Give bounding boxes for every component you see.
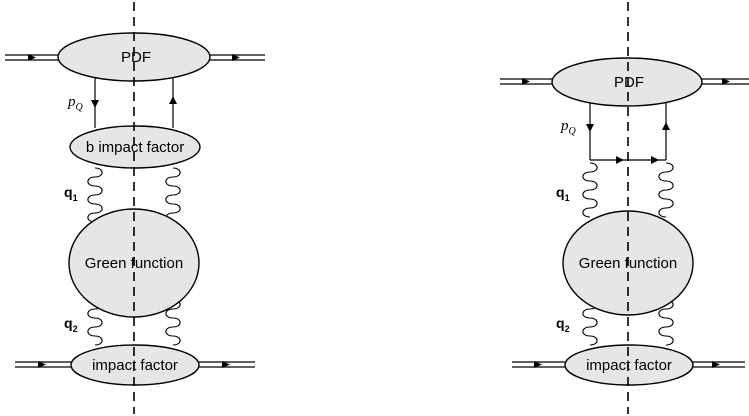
right-q1-label: q1 (556, 184, 570, 203)
left-impact-external-lines (15, 361, 255, 368)
left-q2-label: q2 (64, 315, 78, 334)
right-diagram: PDF Green function impact factor pQ q1 q… (500, 2, 749, 414)
left-q1-label: q1 (64, 184, 78, 203)
right-impact-external-lines (512, 361, 745, 368)
left-gluons-upper (87, 167, 181, 223)
left-pdf-external-lines (5, 54, 265, 61)
left-impact-factor-label: impact factor (92, 357, 178, 374)
left-b-impact-factor-blob (69, 125, 201, 169)
left-gluons-lower (87, 299, 181, 346)
right-pdf-external-lines (500, 78, 749, 85)
right-pq-label: pQ (560, 118, 577, 137)
right-pdf-label: PDF (614, 74, 644, 91)
right-pdf-blob (551, 57, 703, 107)
left-pdf-label: PDF (121, 49, 151, 66)
left-b-impact-factor-label: b impact factor (86, 139, 184, 156)
right-gluons-upper (582, 162, 674, 218)
right-q2-label: q2 (556, 315, 570, 334)
left-impact-factor-blob (70, 344, 200, 386)
right-impact-factor-label: impact factor (586, 357, 672, 374)
right-impact-factor-blob (564, 344, 694, 386)
left-diagram: PDF b impact factor Green function impac… (5, 2, 265, 414)
left-pq-label: pQ (67, 94, 84, 113)
right-gluons-lower (582, 299, 674, 346)
left-quark-lines (91, 78, 177, 128)
